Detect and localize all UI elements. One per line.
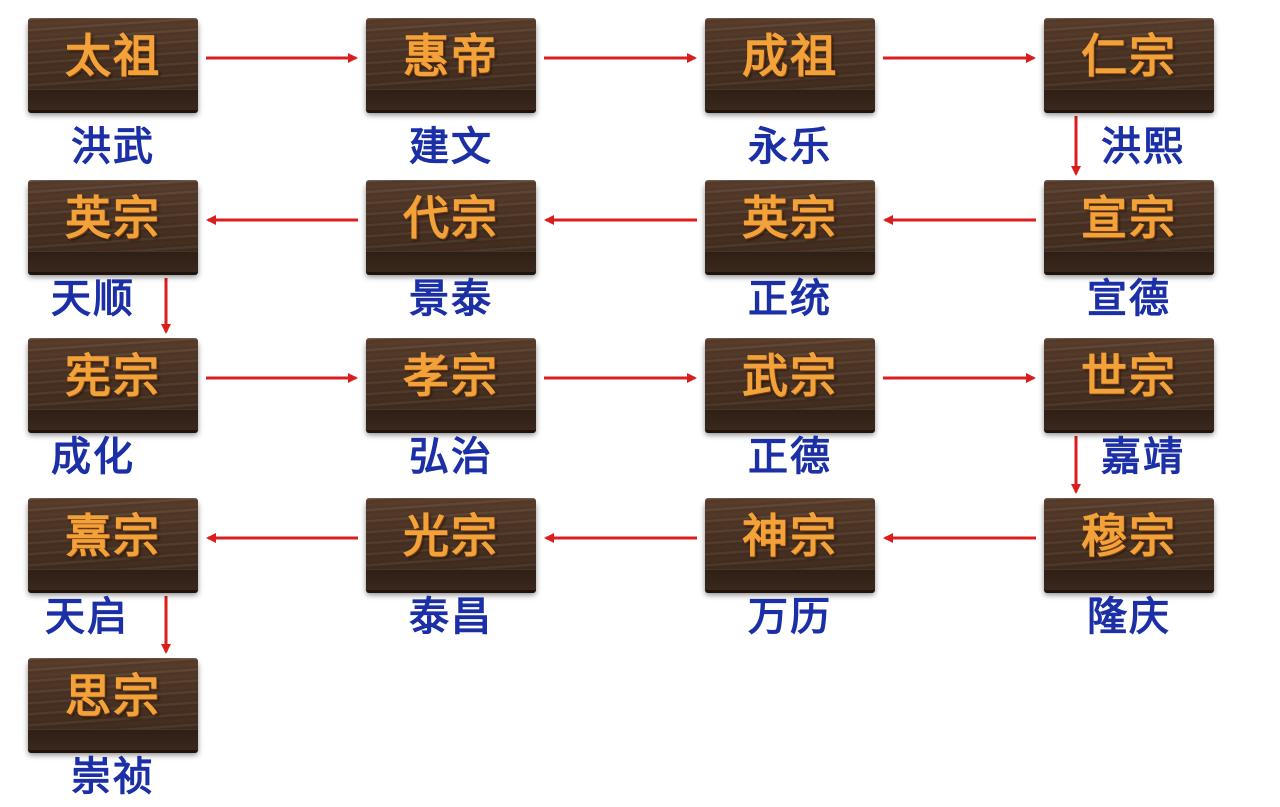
wood-plaque: 光宗 bbox=[366, 498, 536, 590]
temple-name: 宪宗 bbox=[65, 349, 161, 403]
temple-name: 光宗 bbox=[403, 509, 499, 563]
wood-plaque: 穆宗 bbox=[1044, 498, 1214, 590]
era-name: 天顺 bbox=[51, 276, 135, 322]
wood-plaque: 熹宗 bbox=[28, 498, 198, 590]
wood-plaque: 宪宗 bbox=[28, 338, 198, 430]
temple-name: 宣宗 bbox=[1081, 191, 1177, 245]
wood-plaque: 成祖 bbox=[705, 18, 875, 110]
temple-name: 代宗 bbox=[403, 191, 499, 245]
wood-plaque: 思宗 bbox=[28, 658, 198, 750]
temple-name: 成祖 bbox=[742, 29, 838, 83]
temple-name: 武宗 bbox=[742, 349, 838, 403]
temple-name: 孝宗 bbox=[403, 349, 499, 403]
era-name: 嘉靖 bbox=[1101, 434, 1185, 480]
era-name: 永乐 bbox=[748, 124, 832, 170]
temple-name: 神宗 bbox=[742, 509, 838, 563]
wood-plaque: 太祖 bbox=[28, 18, 198, 110]
era-name: 建文 bbox=[409, 124, 493, 170]
era-name: 正统 bbox=[748, 276, 832, 322]
era-name: 隆庆 bbox=[1087, 594, 1171, 640]
wood-plaque: 神宗 bbox=[705, 498, 875, 590]
wood-plaque: 孝宗 bbox=[366, 338, 536, 430]
era-name: 洪熙 bbox=[1101, 124, 1185, 170]
temple-name: 仁宗 bbox=[1081, 29, 1177, 83]
era-name: 泰昌 bbox=[409, 594, 493, 640]
wood-plaque: 仁宗 bbox=[1044, 18, 1214, 110]
temple-name: 英宗 bbox=[65, 191, 161, 245]
era-name: 崇祯 bbox=[71, 754, 155, 800]
wood-plaque: 宣宗 bbox=[1044, 180, 1214, 272]
era-name: 宣德 bbox=[1087, 276, 1171, 322]
era-name: 景泰 bbox=[409, 276, 493, 322]
era-name: 洪武 bbox=[71, 124, 155, 170]
era-name: 天启 bbox=[45, 594, 129, 640]
wood-plaque: 武宗 bbox=[705, 338, 875, 430]
wood-plaque: 英宗 bbox=[705, 180, 875, 272]
temple-name: 惠帝 bbox=[403, 29, 499, 83]
wood-plaque: 惠帝 bbox=[366, 18, 536, 110]
temple-name: 思宗 bbox=[65, 669, 161, 723]
temple-name: 熹宗 bbox=[65, 509, 161, 563]
wood-plaque: 代宗 bbox=[366, 180, 536, 272]
wood-plaque: 世宗 bbox=[1044, 338, 1214, 430]
temple-name: 英宗 bbox=[742, 191, 838, 245]
era-name: 万历 bbox=[748, 594, 832, 640]
era-name: 成化 bbox=[51, 434, 135, 480]
wood-plaque: 英宗 bbox=[28, 180, 198, 272]
temple-name: 世宗 bbox=[1081, 349, 1177, 403]
era-name: 正德 bbox=[748, 434, 832, 480]
temple-name: 太祖 bbox=[65, 29, 161, 83]
era-name: 弘治 bbox=[409, 434, 493, 480]
temple-name: 穆宗 bbox=[1081, 509, 1177, 563]
